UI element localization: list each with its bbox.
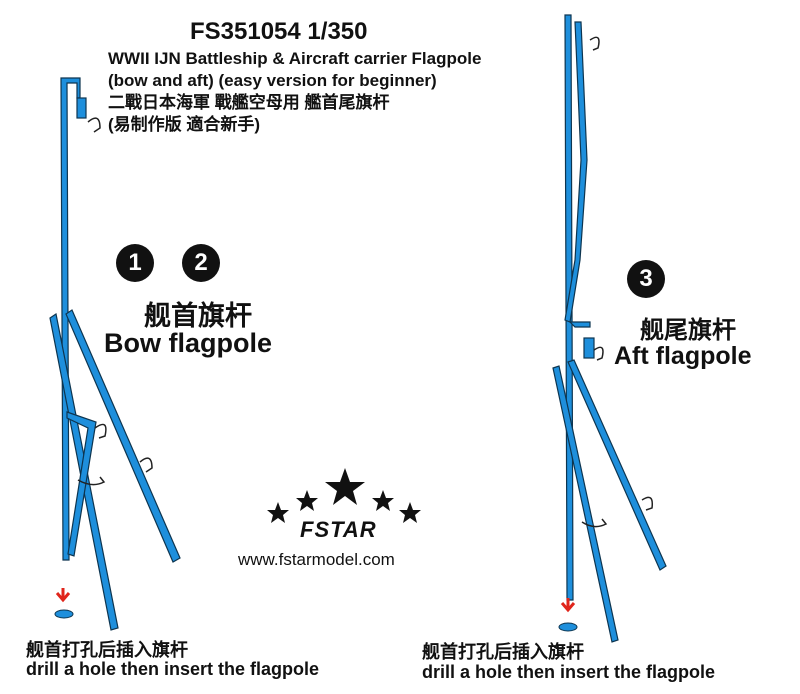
rotate-arrow-icon <box>139 457 153 473</box>
bow-pole-b <box>65 309 181 563</box>
part-badge-3: 3 <box>627 260 665 298</box>
rotate-arrow-icon <box>87 117 101 133</box>
bow-pole-c <box>66 411 97 557</box>
star-icon <box>399 502 421 523</box>
down-arrow-icon <box>560 598 576 613</box>
star-icon <box>372 490 394 511</box>
rotate-arrow-icon <box>77 476 106 486</box>
subtitle-line-4: (易制作版 適合新手) <box>108 115 261 134</box>
instruction-right-en: drill a hole then insert the flagpole <box>422 662 716 682</box>
aft-title-cn: 舰尾旗杆 <box>640 317 736 344</box>
aft-pole-b <box>567 359 667 571</box>
bow-title-en: Bow flagpole <box>104 328 272 358</box>
subtitle-line-2: (bow and aft) (easy version for beginner… <box>108 71 437 90</box>
rotate-arrow-icons <box>77 36 654 528</box>
drill-hole-icon <box>558 622 578 632</box>
website-url: www.fstarmodel.com <box>238 550 395 569</box>
bow-title-cn: 舰首旗杆 <box>144 301 252 331</box>
rotate-arrow-icon <box>589 36 600 51</box>
aft-pole-a <box>552 365 619 643</box>
down-arrow-icon <box>55 588 71 603</box>
aft-bracket <box>568 321 591 328</box>
product-code: FS351054 1/350 <box>190 18 368 45</box>
bow-main-pole <box>60 77 81 561</box>
part-badge-1: 1 <box>116 244 154 282</box>
drill-markers <box>54 588 578 632</box>
rotate-arrow-icon <box>593 346 604 361</box>
rotate-arrow-icon <box>94 423 107 439</box>
star-icon <box>325 468 365 505</box>
rotate-arrow-icon <box>581 518 608 528</box>
fstar-brand: FSTAR <box>300 517 377 542</box>
aft-flag-tab <box>583 337 595 359</box>
subtitle-line-1: WWII IJN Battleship & Aircraft carrier F… <box>108 49 482 68</box>
bow-flag-tab <box>76 97 87 119</box>
instruction-left-cn: 舰首打孔后插入旗杆 <box>26 640 188 660</box>
rotate-arrow-icon <box>641 496 654 511</box>
subtitle-line-3: 二戰日本海軍 戰艦空母用 艦首尾旗杆 <box>108 93 390 112</box>
drill-hole-icon <box>54 609 74 619</box>
star-icon <box>267 502 289 523</box>
star-icon <box>296 490 318 511</box>
instruction-right-cn: 舰首打孔后插入旗杆 <box>422 642 584 662</box>
part-badge-2: 2 <box>182 244 220 282</box>
aft-title-en: Aft flagpole <box>614 342 752 370</box>
instruction-left-en: drill a hole then insert the flagpole <box>26 659 320 679</box>
fstar-stars-logo <box>267 468 421 523</box>
